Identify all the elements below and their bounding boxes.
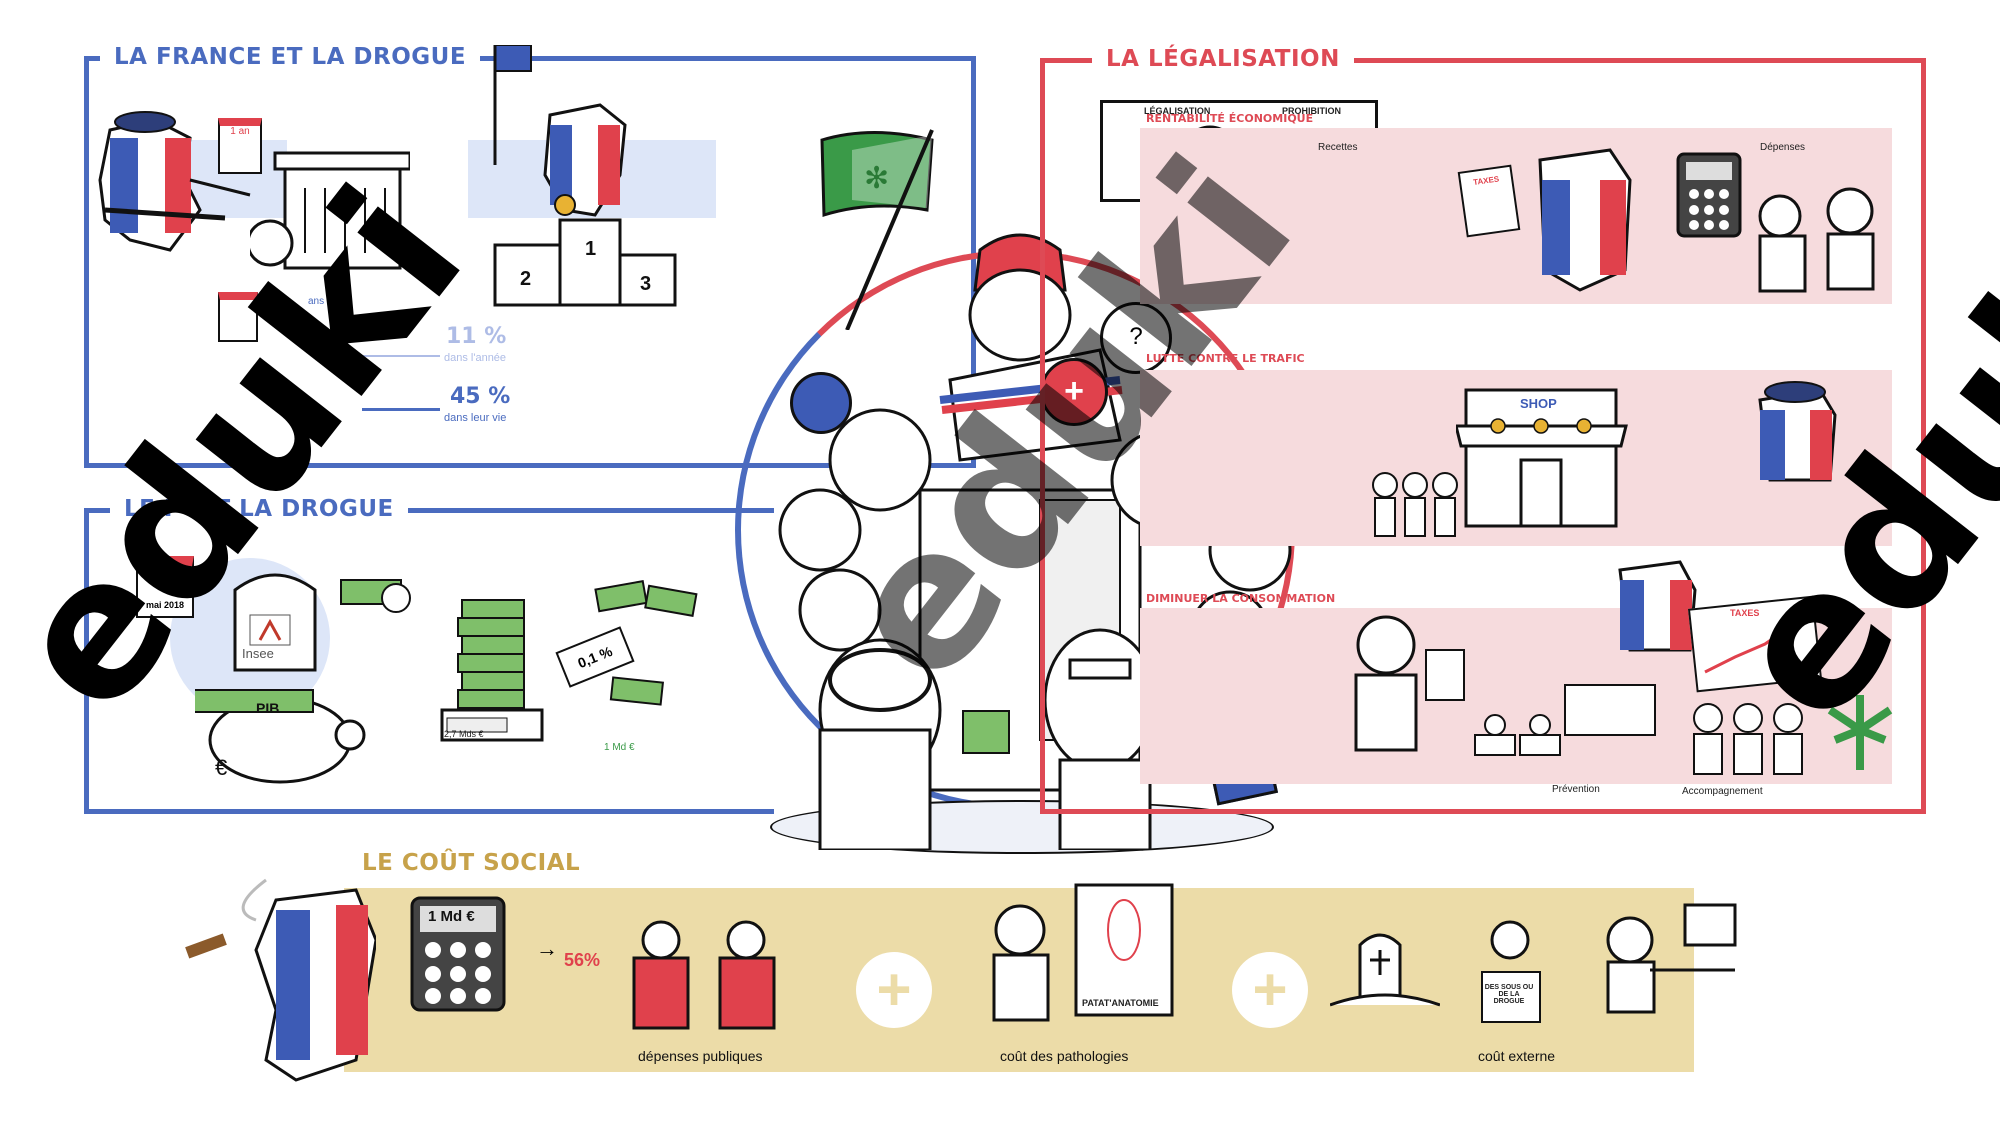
poster-label: PATAT'ANATOMIE: [1082, 998, 1159, 1008]
depenses-label: Dépenses: [1760, 142, 1806, 153]
plus-circle-2: +: [1232, 952, 1308, 1028]
insee-character-icon: [233, 573, 317, 672]
sign-label: DES SOUS OU DE LA DROGUE: [1484, 984, 1534, 1005]
doctor-anatomy-icon: [992, 883, 1174, 1022]
svg-text:✻: ✻: [864, 162, 889, 195]
calendar-small: [218, 292, 258, 342]
stat1-line: [362, 355, 440, 357]
flying-money-icon: [594, 580, 698, 706]
firefighter-judge-icon: [632, 920, 776, 1030]
stat1-label: dans l'année: [444, 352, 507, 364]
shop-label: SHOP: [1520, 396, 1557, 411]
podium-france-icon: 2 1 3: [493, 45, 677, 307]
insee-label: Insee: [242, 646, 274, 661]
plus-circle-1: +: [856, 952, 932, 1028]
partial-ans-label: ans: [308, 296, 325, 307]
rentabilite-heading: RENTABILITÉ ÉCONOMIQUE: [1146, 112, 1314, 125]
calendar-mai2018: mai 2018: [136, 556, 194, 618]
computer-sleeper-icon: [1606, 903, 1737, 1014]
accompagnement-label: Accompagnement: [1682, 786, 1763, 797]
beggar-sign-icon: [1481, 920, 1541, 1023]
svg-text:1: 1: [585, 238, 596, 260]
scale-label: 2,7 Mds €: [444, 729, 484, 739]
stat2-line: [362, 408, 440, 411]
trafic-heading: LUTTE CONTRE LE TRAFIC: [1146, 352, 1305, 365]
legalisation-panel: [1040, 58, 1926, 814]
percent-56: 56%: [564, 950, 601, 970]
arrow-to-percent: →: [536, 936, 558, 961]
france-coin-character-icon: [1618, 560, 1697, 652]
france-smoker-icon: [185, 878, 376, 1082]
item2-label: coût des pathologies: [1000, 1048, 1129, 1064]
svg-text:3: 3: [640, 273, 651, 295]
policeman-france-right-icon: [1758, 381, 1837, 482]
grave-icon: [1330, 933, 1440, 1007]
prevention-label: Prévention: [1552, 784, 1600, 795]
pib-panel: [84, 508, 774, 814]
item1-label: dépenses publiques: [638, 1048, 763, 1064]
green-flag-icon: ✻: [820, 129, 934, 330]
policeman-france-icon: [98, 111, 251, 252]
taxes-chart-label: TAXES: [1730, 608, 1760, 618]
stat1-value: 11 %: [446, 324, 507, 349]
money-label: 1 Md €: [604, 742, 635, 753]
svg-text:€: €: [215, 755, 227, 780]
board-right-label: PROHIBITION: [1282, 106, 1342, 116]
pib-label: PIB: [256, 700, 280, 716]
calculator-1md-icon: [410, 896, 506, 1012]
calculator-label: 1 Md €: [428, 908, 475, 925]
taxes-chart-line-icon: [1704, 618, 1801, 674]
prison-icon: [250, 151, 410, 270]
family-bubble-icon: [790, 372, 852, 434]
calendar-1an: 1 an: [218, 118, 262, 174]
board-left-label: LÉGALISATION: [1144, 106, 1211, 116]
green-bag-icon: [962, 710, 1010, 754]
social-title: LE COÛT SOCIAL: [348, 850, 595, 876]
france-budget-character-icon: [1538, 148, 1632, 292]
item3-label: coût externe: [1478, 1048, 1556, 1064]
money-question-bubble-icon: ?: [1100, 302, 1172, 374]
stat2-label: dans leur vie: [444, 412, 507, 424]
recettes-label: Recettes: [1318, 142, 1358, 153]
doctor-character-icon: [1354, 615, 1465, 752]
calculator-icon: [1676, 152, 1742, 238]
stat2-value: 45 %: [450, 384, 511, 409]
legalisation-title: LA LÉGALISATION: [1092, 46, 1354, 72]
shop-icon: [1456, 388, 1628, 528]
counseling-people-icon: [1693, 703, 1803, 775]
public-servants-icon: [1758, 187, 1875, 293]
queue-people-icon: [1372, 472, 1458, 537]
consommation-heading: DIMINUER LA CONSOMMATION: [1146, 592, 1336, 605]
sad-cannabis-leaf-icon: [1827, 695, 1893, 770]
money-stack-scale-icon: [440, 599, 544, 742]
money-hand-icon: [340, 579, 411, 613]
svg-text:2: 2: [520, 268, 531, 290]
france-title: LA FRANCE ET LA DROGUE: [100, 44, 481, 70]
classroom-icon: [1474, 684, 1656, 756]
pib-title: LE P ET LA DROGUE: [110, 496, 408, 522]
taxes-document: TAXES: [1457, 164, 1521, 238]
piggy-bank-icon: €: [195, 689, 366, 784]
